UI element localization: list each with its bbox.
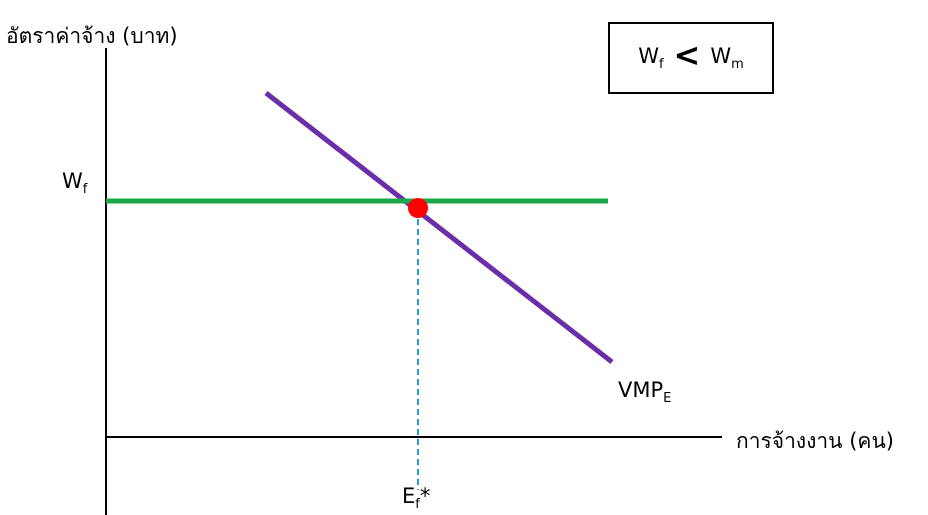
condition-left: Wf bbox=[638, 44, 664, 72]
x-axis-label: การจ้างงาน (คน) bbox=[736, 429, 895, 453]
condition-right: Wm bbox=[710, 44, 744, 72]
equilibrium-point bbox=[408, 198, 428, 218]
condition-operator: < bbox=[673, 36, 701, 74]
vmp-curve bbox=[264, 91, 614, 364]
wage-line-label: Wf bbox=[62, 169, 88, 197]
equilibrium-label: Ef* bbox=[402, 484, 431, 512]
condition-box: Wf < Wm bbox=[608, 22, 774, 94]
vmp-curve-label: VMPE bbox=[618, 378, 672, 406]
y-axis-label: อัตราค่าจ้าง (บาท) bbox=[6, 24, 178, 48]
